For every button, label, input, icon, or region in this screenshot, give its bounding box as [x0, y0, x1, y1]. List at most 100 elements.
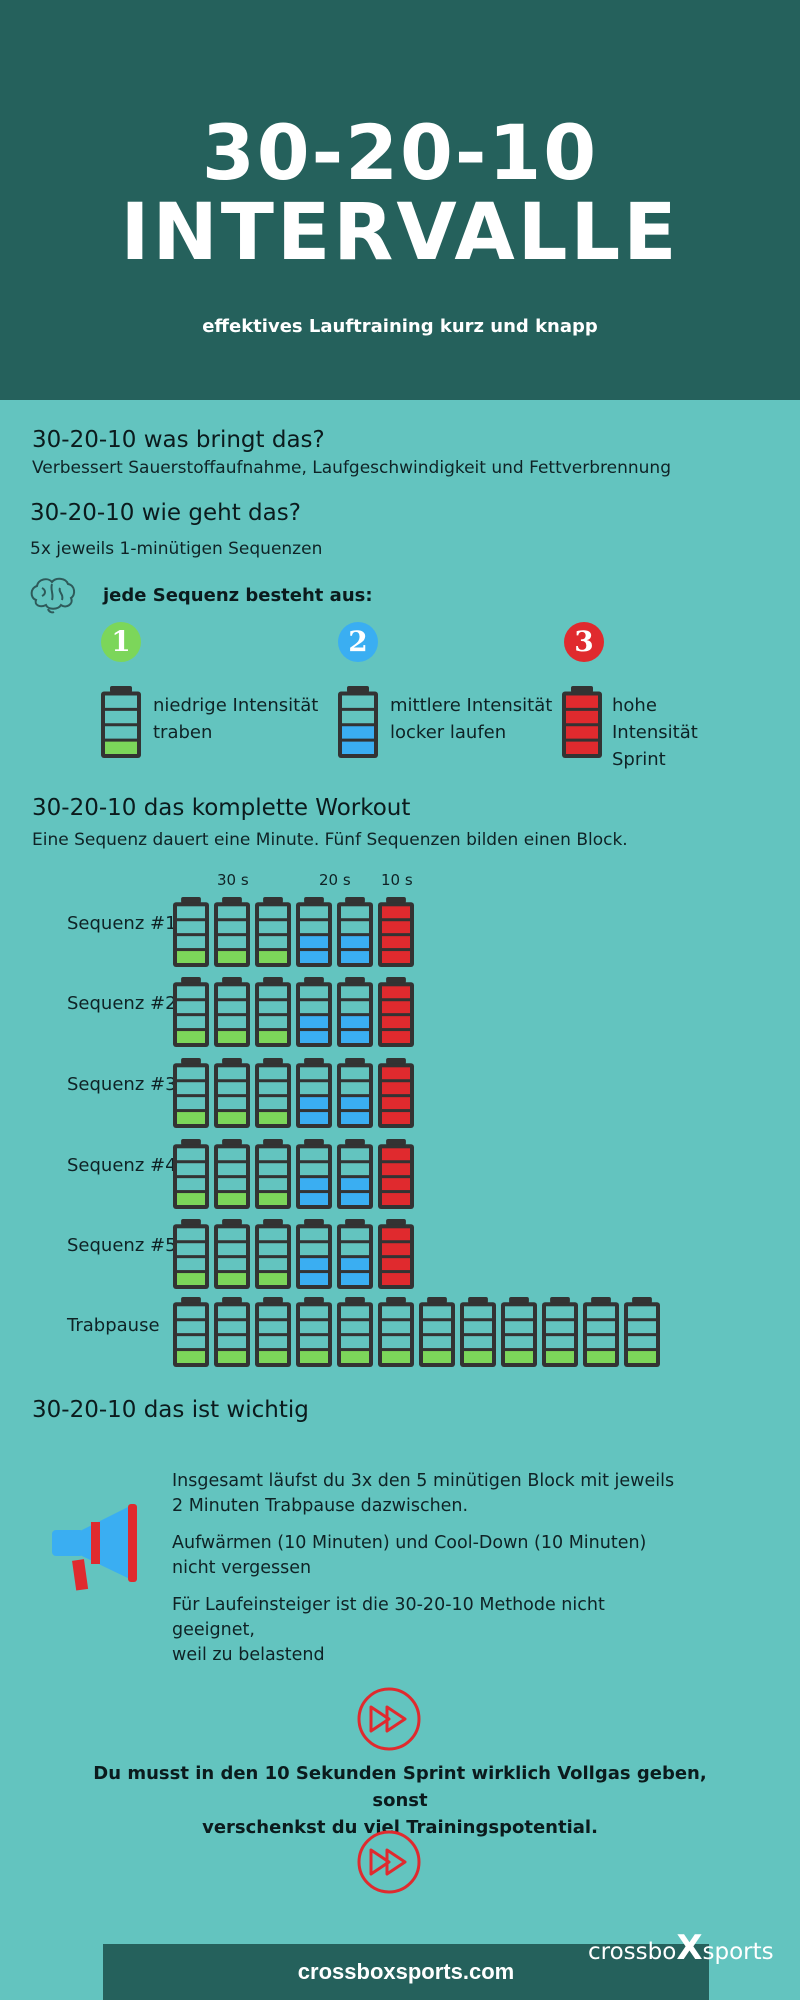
battery-icon [173, 897, 209, 967]
battery-segment [177, 906, 205, 919]
page-subtitle: effektives Lauftraining kurz und knapp [202, 316, 598, 337]
battery-segment [341, 1273, 369, 1285]
battery-segment [382, 1163, 410, 1176]
battery-segment [382, 1031, 410, 1043]
note-1-line1: Insgesamt läufst du 3x den 5 minütigen B… [172, 1471, 675, 1491]
sequence-heading: jede Sequenz besteht aus: [103, 585, 373, 606]
note-2: Aufwärmen (10 Minuten) und Cool-Down (10… [172, 1531, 692, 1581]
battery-segment [382, 1148, 410, 1161]
battery-icon [378, 977, 414, 1047]
battery-segment [259, 1321, 287, 1334]
note-2-line1: Aufwärmen (10 Minuten) und Cool-Down (10… [172, 1533, 647, 1553]
battery-segment [259, 951, 287, 963]
footer-url[interactable]: crossboxsports.com [297, 1959, 515, 1984]
note-2-line2: nicht vergessen [172, 1558, 312, 1578]
battery-segment [218, 1112, 246, 1124]
battery-icon [337, 1058, 373, 1128]
battery-segment [177, 1336, 205, 1349]
battery-segment [259, 1351, 287, 1363]
battery-segment [505, 1336, 533, 1349]
battery-icon [338, 686, 378, 758]
battery-segment [300, 1193, 328, 1205]
battery-segment [341, 1163, 369, 1176]
battery-segment [218, 1097, 246, 1110]
battery-segment [300, 1112, 328, 1124]
battery-segment [218, 1001, 246, 1014]
battery-icon [337, 977, 373, 1047]
battery-icon [296, 1139, 332, 1209]
battery-segment [341, 1243, 369, 1256]
col-label-30s: 30 s [217, 871, 249, 889]
battery-segment [105, 695, 137, 708]
battery-segment [341, 1193, 369, 1205]
battery-segment [177, 1273, 205, 1285]
battery-segment [382, 986, 410, 999]
battery-icon [173, 977, 209, 1047]
level-2-label: mittlere Intensität locker laufen [390, 692, 552, 746]
row-label-sequenz-2: Sequenz #2 [67, 993, 177, 1014]
battery-segment [382, 1243, 410, 1256]
callout-text: Du musst in den 10 Sekunden Sprint wirkl… [80, 1760, 720, 1841]
battery-segment [218, 1178, 246, 1191]
battery-icon [255, 977, 291, 1047]
footer-bar: crossboxsports.com [103, 1944, 709, 2000]
battery-icon [337, 897, 373, 967]
battery-segment [300, 1243, 328, 1256]
battery-segment [382, 1097, 410, 1110]
level-1-badge: 1 [101, 622, 141, 662]
battery-icon [296, 1297, 332, 1367]
battery-segment [300, 951, 328, 963]
battery-segment [259, 936, 287, 949]
callout-line2: verschenkst du viel Trainingspotential. [202, 1817, 598, 1838]
battery-segment [300, 1016, 328, 1029]
battery-segment [259, 1112, 287, 1124]
level-1-line2: traben [153, 722, 213, 743]
note-3: Für Laufeinsteiger ist die 30-20-10 Meth… [172, 1593, 692, 1668]
level-1-line1: niedrige Intensität [153, 695, 319, 716]
megaphone-icon [52, 1504, 137, 1591]
col-label-20s: 20 s [319, 871, 351, 889]
battery-segment [177, 936, 205, 949]
battery-segment [342, 726, 374, 739]
battery-segment [505, 1306, 533, 1319]
battery-segment [218, 1163, 246, 1176]
battery-segment [546, 1336, 574, 1349]
battery-icon [173, 1219, 209, 1289]
level-1-label: niedrige Intensität traben [153, 692, 318, 746]
battery-segment [341, 1001, 369, 1014]
battery-segment [300, 1031, 328, 1043]
level-2-badge: 2 [338, 622, 378, 662]
level-2-line1: mittlere Intensität [390, 695, 553, 716]
battery-segment [177, 1001, 205, 1014]
battery-segment [464, 1351, 492, 1363]
battery-segment [259, 1001, 287, 1014]
battery-segment [341, 936, 369, 949]
battery-segment [566, 741, 598, 754]
battery-segment [177, 1258, 205, 1271]
battery-icon [214, 1058, 250, 1128]
battery-segment [341, 1228, 369, 1241]
battery-segment [259, 1243, 287, 1256]
battery-segment [177, 1193, 205, 1205]
battery-segment [218, 1067, 246, 1080]
battery-segment [382, 1001, 410, 1014]
battery-segment [218, 1306, 246, 1319]
battery-segment [300, 1097, 328, 1110]
battery-icon [214, 1297, 250, 1367]
battery-segment [341, 1016, 369, 1029]
battery-icon [419, 1297, 455, 1367]
battery-segment [259, 1031, 287, 1043]
battery-segment [177, 1351, 205, 1363]
battery-segment [342, 741, 374, 754]
battery-segment [341, 1097, 369, 1110]
battery-segment [382, 951, 410, 963]
battery-segment [218, 1243, 246, 1256]
battery-icon [378, 1139, 414, 1209]
battery-segment [382, 1321, 410, 1334]
battery-icon [255, 1219, 291, 1289]
battery-segment [259, 1336, 287, 1349]
battery-segment [300, 1178, 328, 1191]
battery-segment [505, 1351, 533, 1363]
battery-segment [218, 1148, 246, 1161]
battery-segment [218, 936, 246, 949]
